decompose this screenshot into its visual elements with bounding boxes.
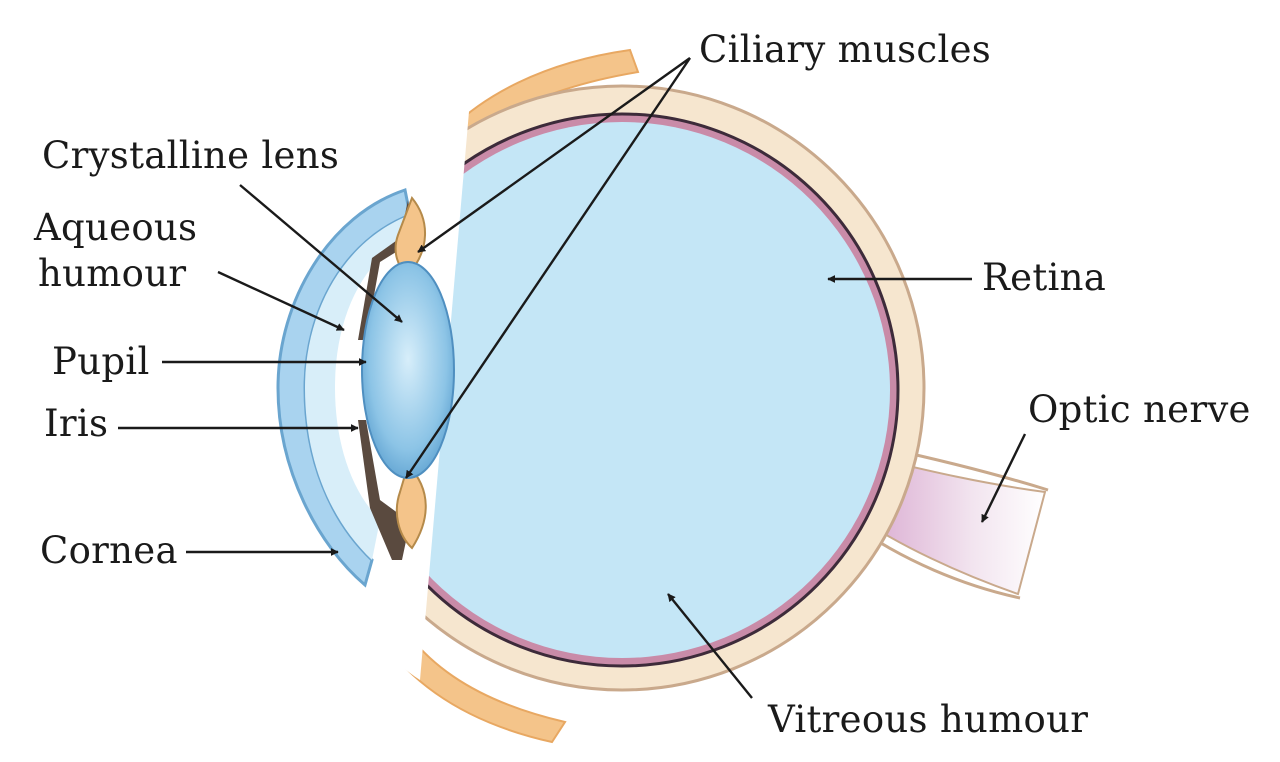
label-ciliary-muscles: Ciliary muscles [699,28,992,71]
label-crystalline-lens: Crystalline lens [42,134,340,177]
pointer-optic-nerve [980,433,1027,523]
label-pupil: Pupil [52,340,150,383]
crystalline-lens [361,261,455,479]
label-optic-nerve: Optic nerve [1028,388,1251,431]
label-iris: Iris [44,402,109,445]
pointer-lens [239,184,403,323]
iris-lower [358,420,410,560]
label-retina: Retina [982,256,1107,299]
ciliary-lower [395,463,427,550]
pointer-ciliary-upper [417,57,691,253]
label-vitreous-humour: Vitreous humour [768,698,1089,741]
pointer-lines [118,57,1027,699]
label-aqueous-humour-line1: Aqueous [34,206,198,249]
label-aqueous-humour-line2: humour [38,252,187,295]
vitreous-humour [354,122,890,658]
pointer-aqueous [217,270,345,332]
pointer-ciliary-lower [405,57,691,479]
label-cornea: Cornea [40,529,178,572]
aqueous-humour [305,215,410,560]
pointer-vitreous [667,593,753,699]
